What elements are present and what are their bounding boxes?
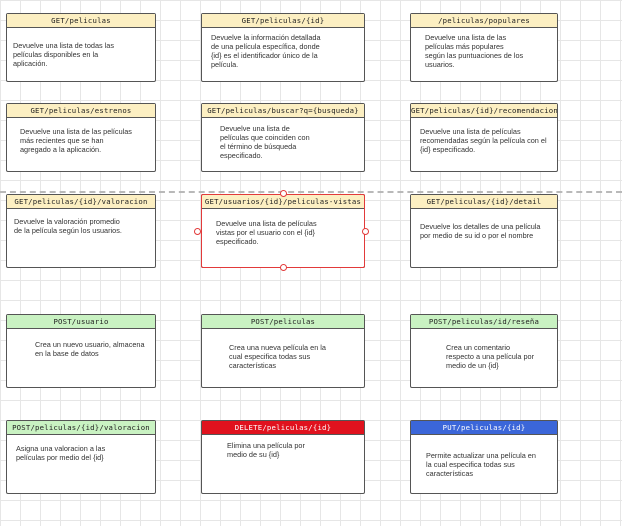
card-header: PUT/peliculas/{id} <box>411 421 557 435</box>
endpoint-card-delete-pelicula[interactable]: DELETE/peliculas/{id} Elimina una pelícu… <box>201 420 365 494</box>
card-description: Devuelve una lista de las películas más … <box>425 33 524 69</box>
selection-handle-right[interactable] <box>362 228 369 235</box>
card-header: POST/usuario <box>7 315 155 329</box>
card-header: GET/peliculas/{id}/valoracion <box>7 195 155 209</box>
card-description: Elimina una película por medio de su {id… <box>227 441 305 459</box>
card-header: GET/peliculas/{id}/detail <box>411 195 557 209</box>
endpoint-card-get-buscar[interactable]: GET/peliculas/buscar?q={busqueda} Devuel… <box>201 103 365 172</box>
card-header: GET/peliculas/{id} <box>202 14 364 28</box>
card-description: Devuelve la información detallada de una… <box>211 33 321 69</box>
endpoint-card-get-peliculas-vistas[interactable]: GET/usuarios/{id}/peliculas-vistas Devue… <box>201 194 365 268</box>
card-description: Devuelve los detalles de una película po… <box>420 222 541 240</box>
endpoint-card-put-pelicula[interactable]: PUT/peliculas/{id} Permite actualizar un… <box>410 420 558 494</box>
card-header: GET/peliculas/{id}/recomendaciones <box>411 104 557 118</box>
card-header: GET/peliculas/estrenos <box>7 104 155 118</box>
endpoint-card-get-estrenos[interactable]: GET/peliculas/estrenos Devuelve una list… <box>6 103 156 172</box>
card-header: DELETE/peliculas/{id} <box>202 421 364 435</box>
endpoint-card-get-detail[interactable]: GET/peliculas/{id}/detail Devuelve los d… <box>410 194 558 268</box>
selection-handle-top[interactable] <box>280 190 287 197</box>
card-description: Asigna una valoracion a las películas po… <box>16 444 106 462</box>
card-description: Devuelve una lista de películas que coin… <box>220 124 310 160</box>
card-header: GET/usuarios/{id}/peliculas-vistas <box>202 195 364 209</box>
card-header: POST/peliculas <box>202 315 364 329</box>
endpoint-card-get-pelicula-id[interactable]: GET/peliculas/{id} Devuelve la informaci… <box>201 13 365 82</box>
card-header: /peliculas/populares <box>411 14 557 28</box>
card-description: Devuelve una lista de las películas más … <box>20 127 132 154</box>
card-description: Devuelve una lista de todas las película… <box>13 41 115 68</box>
card-header: GET/peliculas/buscar?q={busqueda} <box>202 104 364 118</box>
separator-line <box>0 191 622 193</box>
card-description: Crea un comentario respecto a una pelícu… <box>446 343 535 370</box>
endpoint-card-post-usuario[interactable]: POST/usuario Crea un nuevo usuario, alma… <box>6 314 156 388</box>
card-description: Devuelve la valoración promedio de la pe… <box>14 217 122 235</box>
endpoint-card-get-valoracion[interactable]: GET/peliculas/{id}/valoracion Devuelve l… <box>6 194 156 268</box>
selection-handle-bottom[interactable] <box>280 264 287 271</box>
card-description: Crea un nuevo usuario, almacena en la ba… <box>35 340 145 358</box>
card-header: GET/peliculas <box>7 14 155 28</box>
card-description: Permite actualizar una película en la cu… <box>426 451 536 478</box>
card-description: Crea una nueva película en la cual espec… <box>229 343 326 370</box>
endpoint-card-get-populares[interactable]: /peliculas/populares Devuelve una lista … <box>410 13 558 82</box>
endpoint-card-post-peliculas[interactable]: POST/peliculas Crea una nueva película e… <box>201 314 365 388</box>
endpoint-card-get-peliculas[interactable]: GET/peliculas Devuelve una lista de toda… <box>6 13 156 82</box>
card-description: Devuelve una lista de películas vistas p… <box>216 219 317 246</box>
card-header: POST/peliculas/{id}/valoracion <box>7 421 155 435</box>
endpoint-card-post-valoracion[interactable]: POST/peliculas/{id}/valoracion Asigna un… <box>6 420 156 494</box>
card-header: POST/peliculas/id/reseña <box>411 315 557 329</box>
endpoint-card-post-resena[interactable]: POST/peliculas/id/reseña Crea un comenta… <box>410 314 558 388</box>
card-description: Devuelve una lista de películas recomend… <box>420 127 547 154</box>
endpoint-card-get-recomendaciones[interactable]: GET/peliculas/{id}/recomendaciones Devue… <box>410 103 558 172</box>
selection-handle-left[interactable] <box>194 228 201 235</box>
